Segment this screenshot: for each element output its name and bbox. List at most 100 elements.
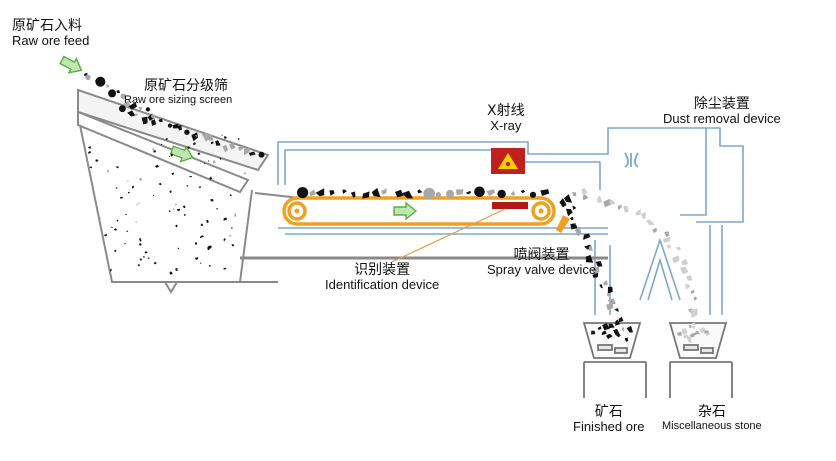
- ore-particle: [606, 292, 610, 297]
- ore-particle: [158, 118, 163, 123]
- label-spray-valve-zh: 喷阀装置: [513, 247, 570, 263]
- ore-particle: [672, 255, 680, 264]
- ore-particle: [486, 189, 495, 197]
- ore-particle: [209, 176, 213, 180]
- identification-sensor: [492, 202, 528, 209]
- ore-particle: [497, 189, 506, 199]
- ore-particle: [199, 235, 204, 239]
- ore-particle: [380, 188, 387, 195]
- ore-particle: [147, 257, 150, 259]
- radiation-icon: [491, 148, 525, 174]
- label-misc-stone-zh: 杂石: [697, 404, 726, 420]
- ore-particle: [237, 145, 244, 151]
- ore-particle: [704, 330, 710, 334]
- label-xray-en: X-ray: [490, 118, 522, 134]
- ore-particle: [131, 185, 135, 189]
- ore-particle: [126, 180, 129, 182]
- ore-particle: [216, 208, 218, 210]
- ore-particle: [588, 245, 593, 251]
- ore-particle: [194, 242, 198, 245]
- label-dust-removal-en: Dust removal device: [663, 111, 781, 127]
- ore-particle: [114, 249, 117, 253]
- ore-particle: [134, 113, 138, 116]
- ore-particle: [688, 325, 692, 329]
- ore-particle: [119, 196, 124, 199]
- ore-particle: [329, 190, 335, 196]
- label-dust-removal: 除尘装置 Dust removal device: [663, 96, 781, 127]
- ore-particle: [607, 298, 616, 305]
- ore-particle: [123, 100, 131, 108]
- ore-particle: [197, 152, 201, 155]
- ore-particle: [243, 147, 250, 156]
- feed-arrow-icon: [57, 52, 86, 79]
- ore-particle: [595, 261, 603, 267]
- ore-particle: [151, 114, 156, 119]
- label-finished-ore-zh: 矿石: [594, 404, 623, 420]
- ore-particle: [208, 160, 210, 162]
- ore-particle: [423, 187, 436, 200]
- ore-particle: [456, 189, 464, 196]
- ore-particle: [681, 328, 688, 335]
- ore-particle: [193, 142, 196, 146]
- ore-particle: [200, 223, 204, 226]
- label-dust-removal-zh: 除尘装置: [693, 96, 750, 112]
- ore-particle: [624, 337, 629, 342]
- ore-particle: [106, 84, 110, 88]
- ore-particle: [172, 208, 175, 210]
- ore-particle: [559, 198, 567, 208]
- ore-particle: [88, 150, 91, 154]
- ore-particle: [614, 308, 619, 312]
- label-identification-zh: 识别装置: [354, 262, 411, 278]
- ore-particle: [607, 286, 613, 294]
- ore-particle: [566, 208, 573, 217]
- ore-particle: [215, 140, 221, 146]
- ore-particle: [690, 308, 698, 318]
- ore-particle: [606, 303, 614, 311]
- label-raw-ore-feed-en: Raw ore feed: [12, 33, 90, 49]
- ore-particle: [206, 219, 209, 223]
- ore-particle: [115, 166, 119, 169]
- nozzle-icon: [556, 215, 570, 233]
- ore-particle: [597, 195, 603, 203]
- ore-particle: [417, 189, 423, 194]
- ore-particle: [191, 132, 198, 142]
- ore-particle: [177, 124, 182, 131]
- ore-particle: [136, 203, 138, 206]
- ore-particle: [590, 266, 600, 275]
- ore-particle: [652, 227, 658, 234]
- ore-particle: [141, 116, 148, 125]
- ore-particle: [151, 119, 157, 126]
- ore-particle: [529, 191, 537, 198]
- ore-particle: [465, 190, 471, 195]
- ore-particle: [676, 331, 682, 336]
- ore-particle: [571, 224, 578, 229]
- ore-particle: [229, 142, 236, 150]
- ore-particle: [195, 257, 199, 261]
- ore-particle: [115, 187, 118, 189]
- ore-particle: [446, 189, 454, 198]
- ore-particle: [210, 199, 214, 202]
- ore-particle: [85, 74, 91, 81]
- ore-particle: [138, 243, 142, 246]
- ore-particle: [219, 157, 222, 160]
- ore-particle: [184, 129, 190, 135]
- ore-particle: [690, 289, 695, 294]
- ore-particle: [510, 190, 516, 196]
- ore-particle: [664, 231, 670, 237]
- ore-particle: [212, 160, 216, 164]
- ore-particle: [161, 143, 163, 146]
- ore-particle: [435, 192, 441, 198]
- ore-particle: [243, 172, 246, 175]
- ore-particle: [195, 135, 198, 137]
- ore-particle: [200, 262, 202, 265]
- label-spray-valve: 喷阀装置 Spray valve device: [487, 247, 596, 278]
- ore-particle: [685, 275, 693, 281]
- ore-particle: [128, 191, 130, 194]
- ore-particle: [184, 213, 186, 216]
- ore-particle: [599, 284, 603, 289]
- ore-particle: [640, 212, 647, 220]
- ore-particle: [626, 325, 633, 333]
- ore-particle: [647, 221, 654, 226]
- ore-particle: [145, 107, 150, 112]
